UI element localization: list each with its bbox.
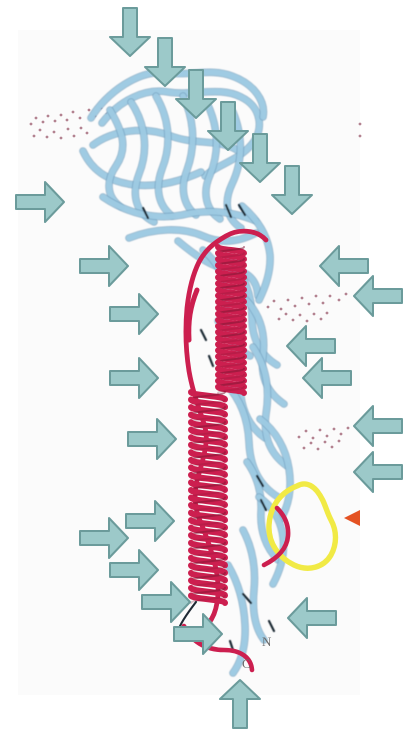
glycan-cluster-right-lower-dot [312, 437, 315, 440]
glycan-cluster-right-middle-dot [322, 302, 325, 305]
glycan-cluster-right-middle-dot [308, 303, 311, 306]
glycan-cluster-right-lower-dot [340, 433, 343, 436]
glycan-cluster-upper-left-dot [86, 132, 89, 135]
glycan-cluster-upper-left-dot [80, 127, 83, 130]
glycan-cluster-right-middle-dot [267, 306, 270, 309]
glycan-cluster-right-lower-dot [338, 440, 341, 443]
glycan-cluster-right-middle-dot [313, 313, 316, 316]
glycan-cluster-upper-left-dot [79, 117, 82, 120]
glycan-cluster-upper-left-dot [47, 115, 50, 118]
glycan-cluster-right-lower-dot [333, 428, 336, 431]
glycan-cluster-right-lower-dot [305, 430, 308, 433]
glycan-cluster-upper-left-dot [46, 136, 49, 139]
glycan-cluster-upper-left-dot [67, 128, 70, 131]
glycan-cluster-right-middle-dot [292, 319, 295, 322]
glycan-cluster-upper-left-dot [33, 135, 36, 138]
glycan-cluster-upper-left-dot [39, 129, 42, 132]
glycan-cluster-upper-left-dot [42, 121, 45, 124]
glycan-cluster-right-middle-dot [338, 299, 341, 302]
glycan-cluster-right-middle-dot [280, 308, 283, 311]
glycan-cluster-right-lower-dot [298, 436, 301, 439]
glycan-cluster-right-middle-dot [273, 300, 276, 303]
glycan-cluster-right-lower-dot [326, 435, 329, 438]
glycan-cluster-edge-right-dot [359, 135, 362, 138]
glycan-cluster-upper-left-dot [72, 111, 75, 114]
glycan-cluster-right-middle-dot [299, 314, 302, 317]
glycan-cluster-upper-left-dot [54, 120, 57, 123]
glycan-cluster-right-lower-dot [303, 447, 306, 450]
glycan-cluster-upper-left-dot [35, 117, 38, 120]
glycan-cluster-right-middle-dot [315, 295, 318, 298]
glycan-cluster-right-middle-dot [345, 293, 348, 296]
glycan-cluster-upper-left-dot [66, 119, 69, 122]
glycan-cluster-upper-left-dot [30, 123, 33, 126]
glycan-cluster-right-lower-dot [347, 427, 350, 430]
glycan-cluster-right-middle-dot [320, 318, 323, 321]
glycan-cluster-right-lower-dot [324, 441, 327, 444]
glycan-cluster-right-lower-dot [319, 429, 322, 432]
glycan-cluster-upper-left-dot [53, 131, 56, 134]
glycan-cluster-right-middle-dot [285, 313, 288, 316]
glycan-cluster-right-middle-dot [301, 297, 304, 300]
glycan-cluster-right-middle-dot [278, 318, 281, 321]
glycan-cluster-upper-left-dot [73, 135, 76, 138]
glycan-cluster-edge-right-dot [359, 123, 362, 126]
glycan-cluster-upper-left-dot [60, 114, 63, 117]
glycan-cluster-right-middle-dot [306, 320, 309, 323]
glycan-cluster-right-middle-dot [326, 312, 329, 315]
c-terminal-label: C [242, 656, 251, 671]
glycan-cluster-right-middle-dot [287, 299, 290, 302]
glycan-cluster-right-middle-dot [294, 305, 297, 308]
glycan-cluster-right-lower-dot [310, 442, 313, 445]
glycan-cluster-right-middle-dot [329, 295, 332, 298]
glycan-cluster-upper-left-dot [60, 137, 63, 140]
glycan-cluster-upper-left-dot [88, 109, 91, 112]
glycan-cluster-right-lower-dot [317, 448, 320, 451]
glycan-cluster-right-lower-dot [331, 446, 334, 449]
n-terminal-label: N [262, 634, 272, 649]
